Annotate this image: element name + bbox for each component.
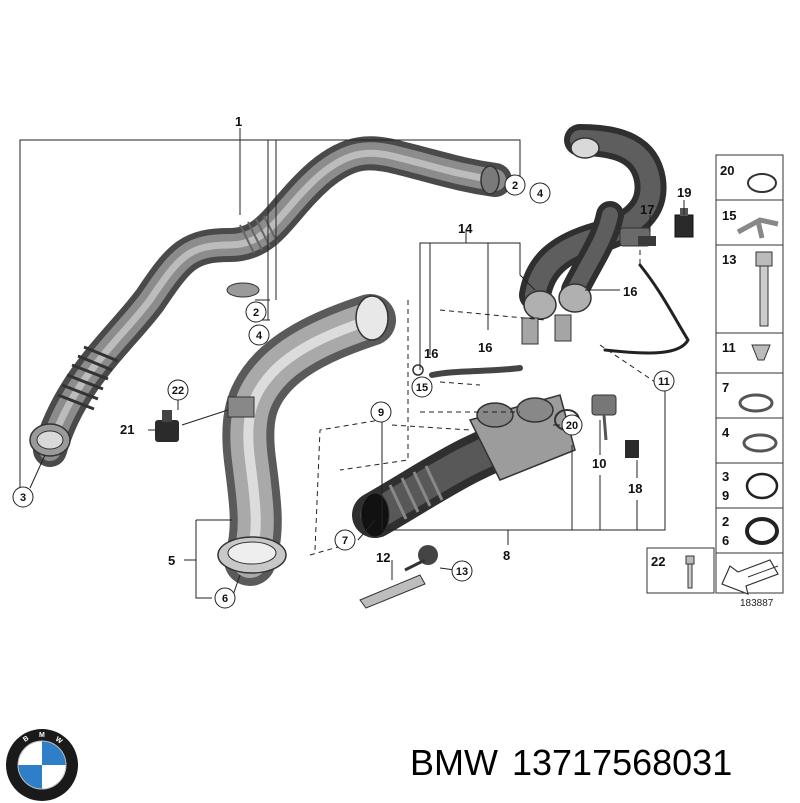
valve-part-17 bbox=[619, 227, 656, 247]
callout-11: 11 bbox=[658, 376, 670, 388]
part-title: BMW 13717568031 bbox=[410, 742, 746, 784]
callout-4-b: 4 bbox=[256, 330, 263, 342]
bmw-logo-icon: B M W bbox=[6, 729, 78, 801]
legend-label-2: 2 bbox=[722, 514, 729, 529]
legend-label-3: 3 bbox=[722, 469, 729, 484]
part-number: 13717568031 bbox=[511, 742, 733, 783]
rubber-mount-part-21 bbox=[155, 410, 179, 442]
callout-6: 6 bbox=[222, 593, 228, 605]
legend-label-7: 7 bbox=[722, 380, 729, 395]
callout-2-b: 2 bbox=[253, 307, 259, 319]
svg-text:W: W bbox=[54, 736, 64, 746]
callout-7: 7 bbox=[342, 535, 348, 547]
svg-text:B: B bbox=[22, 735, 30, 744]
callout-3: 3 bbox=[20, 492, 26, 504]
sensor-part-10 bbox=[591, 394, 617, 441]
callout-16-c: 16 bbox=[478, 340, 492, 355]
hose-part-5 bbox=[217, 294, 396, 586]
callout-19: 19 bbox=[677, 185, 691, 200]
callout-18: 18 bbox=[628, 481, 642, 496]
legend-label-6: 6 bbox=[722, 533, 729, 548]
vacuum-line-part-16 bbox=[603, 263, 690, 355]
callout-1: 1 bbox=[235, 114, 242, 129]
callout-10: 10 bbox=[592, 456, 606, 471]
callout-15: 15 bbox=[416, 382, 428, 394]
callout-5: 5 bbox=[168, 553, 175, 568]
callout-8: 8 bbox=[503, 548, 510, 563]
callout-12: 12 bbox=[376, 550, 390, 565]
callout-16-a: 16 bbox=[623, 284, 637, 299]
callout-17: 17 bbox=[640, 202, 654, 217]
callout-9: 9 bbox=[378, 407, 384, 419]
callout-16-b: 16 bbox=[424, 346, 438, 361]
legend-label-13: 13 bbox=[722, 252, 736, 267]
legend-label-22: 22 bbox=[651, 554, 665, 569]
legend-panel: 20 15 13 11 7 4 3 9 2 6 22 183887 bbox=[646, 154, 784, 609]
legend-label-20: 20 bbox=[720, 163, 734, 178]
callout-4-a: 4 bbox=[537, 188, 544, 200]
callout-20: 20 bbox=[566, 420, 578, 432]
legend-label-4: 4 bbox=[722, 425, 730, 440]
clamp-part-15 bbox=[412, 364, 424, 376]
hose-part-14 bbox=[519, 124, 667, 345]
bracket-part-12 bbox=[359, 545, 438, 609]
hose-part-16 bbox=[429, 365, 523, 378]
reference-number: 183887 bbox=[740, 598, 774, 609]
circled-callouts: 2 4 2 4 3 15 22 9 20 11 6 7 13 bbox=[12, 174, 675, 609]
legend-label-11: 11 bbox=[722, 340, 736, 355]
hose-part-8 bbox=[352, 394, 576, 538]
callout-14: 14 bbox=[458, 221, 473, 236]
footer: B M W bbox=[0, 700, 800, 801]
svg-text:M: M bbox=[39, 732, 45, 739]
callout-21: 21 bbox=[120, 422, 134, 437]
hose-part-1 bbox=[29, 136, 512, 467]
legend-label-15: 15 bbox=[722, 208, 736, 223]
brand-name: BMW bbox=[410, 742, 498, 783]
leader-lines bbox=[19, 128, 685, 599]
callout-2-a: 2 bbox=[512, 180, 518, 192]
legend-label-9: 9 bbox=[722, 488, 729, 503]
connector-part-18 bbox=[625, 440, 639, 458]
callout-22: 22 bbox=[172, 385, 184, 397]
callout-13: 13 bbox=[456, 566, 468, 578]
